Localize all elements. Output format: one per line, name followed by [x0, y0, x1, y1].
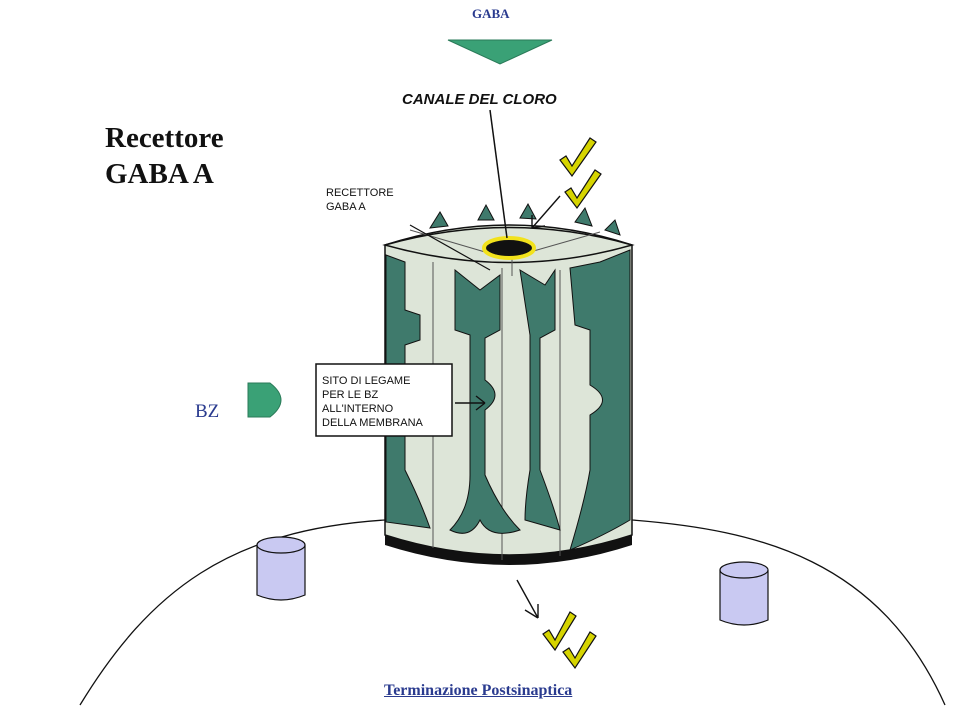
membrane-curve: [79, 519, 946, 706]
binding-site-line1: SITO DI LEGAME: [322, 375, 410, 387]
binding-site-line2: PER LE BZ: [322, 389, 379, 401]
gaba-label: GABA: [472, 6, 510, 21]
chloride-channel-label: CANALE DEL CLORO: [402, 91, 557, 108]
bz-label: BZ: [195, 401, 220, 422]
check-icon: [542, 137, 602, 670]
vesicle-icon: [256, 536, 769, 626]
chloride-channel: [482, 236, 536, 260]
binding-site-box: [315, 363, 453, 437]
receptor-label-line2: GABA A: [326, 201, 366, 213]
bz-ligand-icon: [247, 382, 282, 418]
slide-title: Recettore GABA A: [105, 122, 224, 190]
footer-link[interactable]: Terminazione Postsinaptica: [384, 682, 573, 699]
arrow-icon: [455, 195, 561, 619]
channel-pointer: [489, 109, 508, 239]
binding-site-line4: DELLA MEMBRANA: [322, 417, 424, 429]
receptor-cylinder: [382, 202, 635, 565]
gaba-triangle-icon: [447, 39, 553, 65]
binding-site-line3: ALL'INTERNO: [322, 403, 394, 415]
receptor-pointer: [409, 224, 491, 271]
receptor-label-line1: RECETTORE: [326, 187, 394, 199]
